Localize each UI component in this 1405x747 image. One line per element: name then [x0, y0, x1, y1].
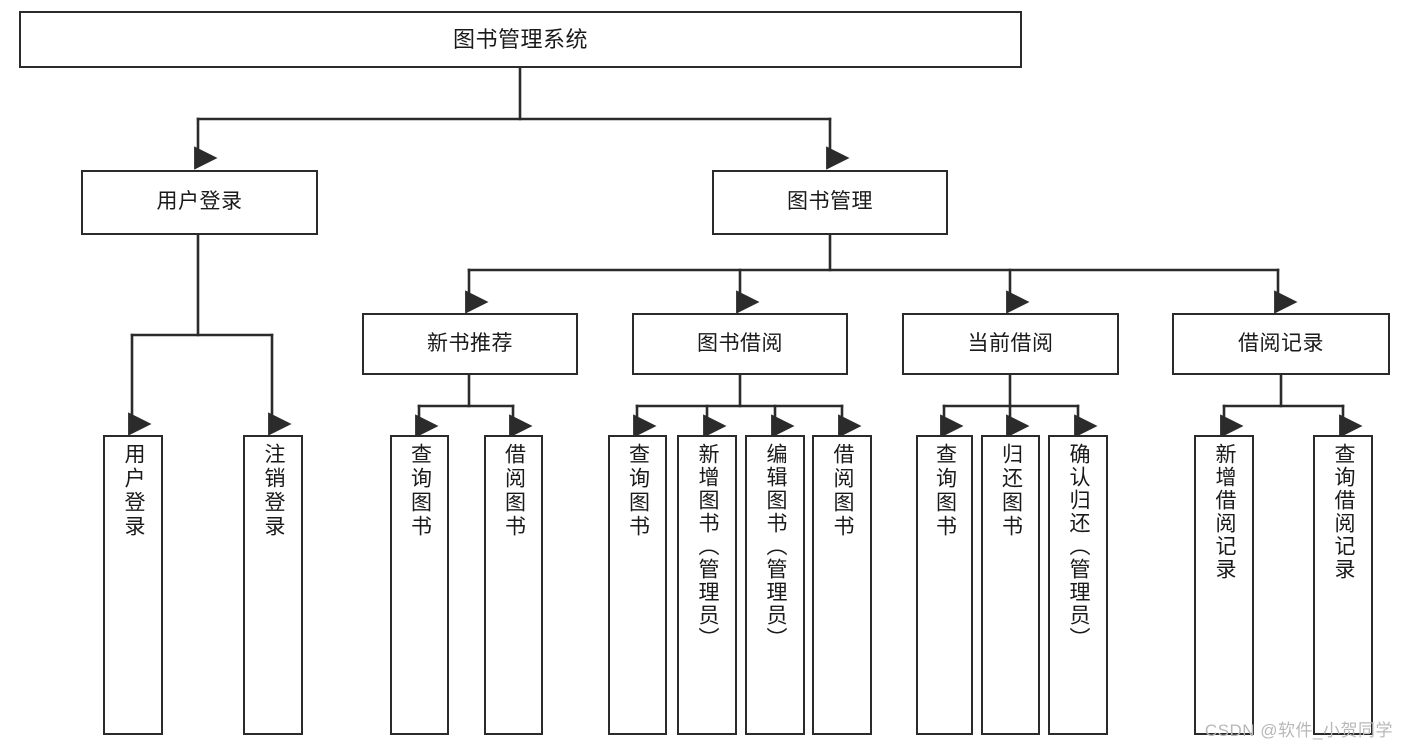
leaf-record-query-label: 查询借阅记录 — [1332, 443, 1356, 581]
leaf-user-login[interactable]: 用户登录 — [103, 435, 163, 735]
leaf-borrow-borrow-book[interactable]: 借阅图书 — [812, 435, 872, 735]
node-borrow-record-label: 借阅记录 — [1238, 331, 1324, 355]
leaf-current-confirm-return-label: 确认归还（管理员） — [1067, 443, 1091, 650]
node-book-management[interactable]: 图书管理 — [712, 170, 948, 235]
leaf-borrow-edit-book-label: 编辑图书（管理员） — [764, 443, 788, 650]
leaf-borrow-borrow-book-label: 借阅图书 — [831, 443, 855, 539]
leaf-new-book-query[interactable]: 查询图书 — [390, 435, 449, 735]
leaf-logout[interactable]: 注销登录 — [243, 435, 303, 735]
node-new-book-recommend-label: 新书推荐 — [427, 331, 513, 355]
node-new-book-recommend[interactable]: 新书推荐 — [362, 313, 578, 375]
leaf-record-add[interactable]: 新增借阅记录 — [1194, 435, 1254, 735]
node-current-borrow[interactable]: 当前借阅 — [902, 313, 1119, 375]
leaf-logout-label: 注销登录 — [262, 443, 286, 539]
watermark: CSDN @软件_小贺同学 — [1204, 721, 1393, 740]
leaf-borrow-edit-book[interactable]: 编辑图书（管理员） — [745, 435, 805, 735]
node-user-login-label: 用户登录 — [156, 190, 243, 214]
leaf-borrow-add-book[interactable]: 新增图书（管理员） — [677, 435, 737, 735]
leaf-current-query-book[interactable]: 查询图书 — [916, 435, 973, 735]
leaf-current-return-book-label: 归还图书 — [999, 443, 1023, 539]
leaf-borrow-add-book-label: 新增图书（管理员） — [696, 443, 720, 650]
node-book-borrow[interactable]: 图书借阅 — [632, 313, 848, 375]
node-book-management-label: 图书管理 — [787, 190, 873, 214]
leaf-current-query-book-label: 查询图书 — [933, 443, 957, 539]
node-book-borrow-label: 图书借阅 — [697, 331, 783, 355]
node-borrow-record[interactable]: 借阅记录 — [1172, 313, 1390, 375]
node-root-label: 图书管理系统 — [452, 26, 588, 52]
leaf-new-book-borrow[interactable]: 借阅图书 — [484, 435, 543, 735]
leaf-record-query[interactable]: 查询借阅记录 — [1313, 435, 1373, 735]
node-root[interactable]: 图书管理系统 — [19, 11, 1022, 68]
node-current-borrow-label: 当前借阅 — [967, 331, 1054, 355]
leaf-user-login-label: 用户登录 — [122, 443, 146, 539]
node-user-login[interactable]: 用户登录 — [81, 170, 318, 235]
leaf-current-return-book[interactable]: 归还图书 — [981, 435, 1040, 735]
leaf-borrow-query-book-label: 查询图书 — [626, 443, 650, 539]
leaf-record-add-label: 新增借阅记录 — [1213, 443, 1237, 581]
leaf-current-confirm-return[interactable]: 确认归还（管理员） — [1048, 435, 1108, 735]
leaf-new-book-borrow-label: 借阅图书 — [502, 443, 526, 539]
leaf-borrow-query-book[interactable]: 查询图书 — [608, 435, 667, 735]
leaf-new-book-query-label: 查询图书 — [408, 443, 432, 539]
